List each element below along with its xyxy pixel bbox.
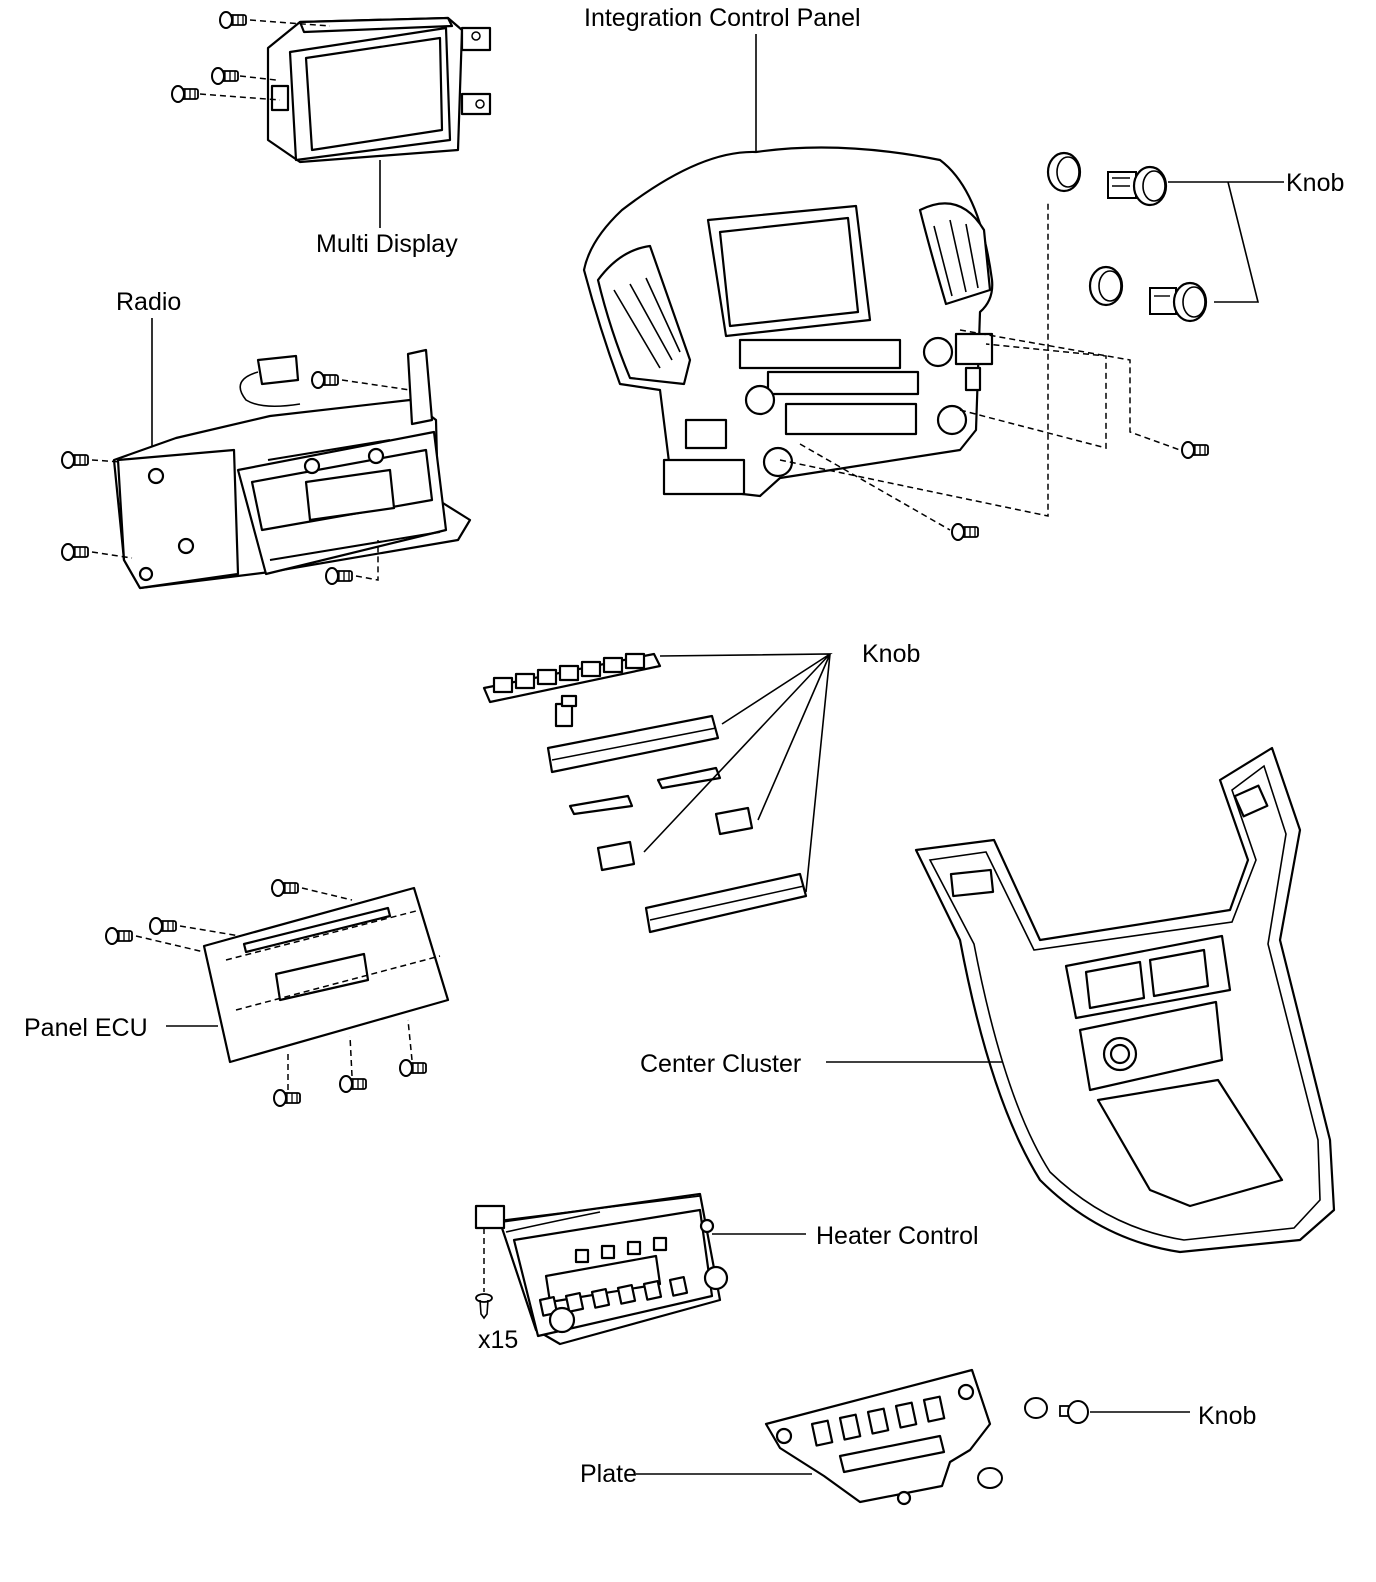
panel-ecu-bolt-2 bbox=[149, 917, 177, 935]
knob-middle-leaders bbox=[643, 653, 833, 893]
integration-control-panel-label: Integration Control Panel bbox=[584, 4, 861, 32]
panel-ecu-part bbox=[202, 886, 450, 1064]
radio-label: Radio bbox=[116, 288, 181, 316]
radio-bolt-left-1 bbox=[61, 451, 89, 469]
plate-label: Plate bbox=[580, 1460, 637, 1488]
screw-quantity-label: x15 bbox=[478, 1326, 518, 1354]
radio-bolt-left-2 bbox=[61, 543, 89, 561]
panel-ecu-bolt-1 bbox=[271, 879, 299, 897]
screw-icon bbox=[475, 1293, 493, 1320]
panel-ecu-bolt-3 bbox=[105, 927, 133, 945]
integration-panel-bolt-bottom bbox=[951, 523, 979, 541]
center-cluster-label: Center Cluster bbox=[640, 1050, 801, 1078]
plate-part bbox=[764, 1368, 992, 1506]
panel-ecu-bolt-6 bbox=[399, 1059, 427, 1077]
climate-knob-set bbox=[1046, 151, 1208, 323]
panel-ecu-label: Panel ECU bbox=[24, 1014, 148, 1042]
knob-bottom-label: Knob bbox=[1198, 1402, 1256, 1430]
multi-display-label: Multi Display bbox=[316, 230, 458, 258]
radio-bolt-top bbox=[311, 371, 339, 389]
multi-display-part bbox=[171, 11, 492, 164]
multi-display-bolt-2 bbox=[211, 67, 239, 85]
integration-panel-bolt-right bbox=[1181, 441, 1209, 459]
knob-top-label: Knob bbox=[1286, 169, 1344, 197]
plate-knob-set bbox=[977, 1397, 1089, 1489]
multi-display-bolt-3 bbox=[171, 85, 199, 103]
heater-control-label: Heater Control bbox=[816, 1222, 979, 1250]
switch-knob-set bbox=[482, 652, 808, 934]
radio-bolt-bottom bbox=[325, 567, 353, 585]
knob-top-leader-b bbox=[1214, 181, 1260, 303]
panel-ecu-bolt-4 bbox=[273, 1089, 301, 1107]
heater-control-part bbox=[474, 1192, 729, 1346]
knob-middle-label: Knob bbox=[862, 640, 920, 668]
integration-control-panel-part bbox=[582, 146, 994, 498]
center-cluster-part bbox=[914, 746, 1336, 1254]
panel-ecu-bolt-5 bbox=[339, 1075, 367, 1093]
radio-part bbox=[112, 348, 472, 590]
multi-display-bolt-1 bbox=[219, 11, 247, 29]
